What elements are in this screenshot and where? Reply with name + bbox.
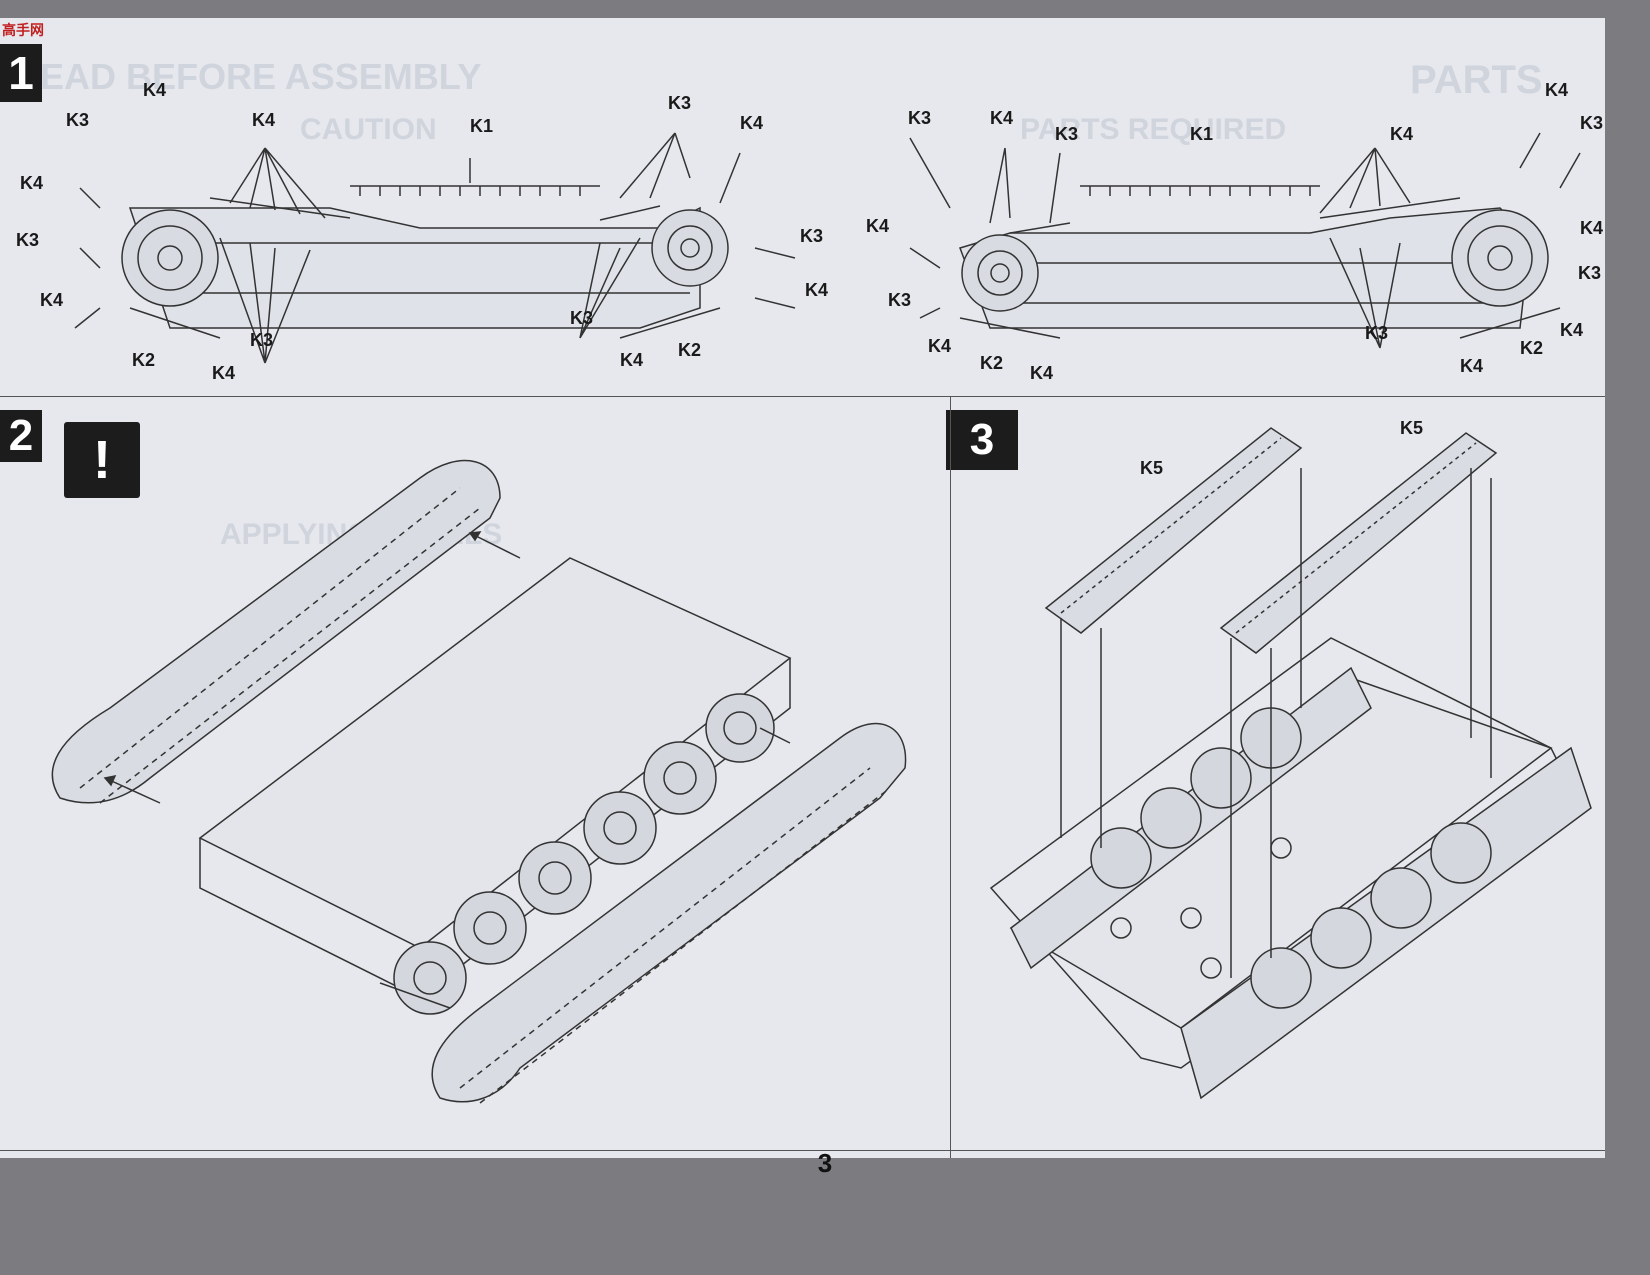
label-k2: K2 bbox=[678, 340, 702, 360]
step3-track-pad-drawing bbox=[989, 427, 1592, 1100]
label-k1: K1 bbox=[1190, 124, 1214, 144]
label-k4: K4 bbox=[928, 336, 952, 356]
step1-track-diagrams bbox=[74, 132, 1581, 364]
label-k3: K3 bbox=[66, 110, 90, 130]
label-k4: K4 bbox=[866, 216, 890, 236]
label-k3: K3 bbox=[668, 93, 692, 113]
label-k1: K1 bbox=[470, 116, 494, 136]
page-number: 3 bbox=[817, 1148, 833, 1178]
label-k2: K2 bbox=[980, 353, 1004, 373]
label-k4: K4 bbox=[1560, 320, 1584, 340]
label-k2: K2 bbox=[132, 350, 156, 370]
label-k4: K4 bbox=[212, 363, 236, 383]
step-1-badge: 1 bbox=[0, 44, 42, 102]
label-k3: K3 bbox=[1580, 113, 1604, 133]
label-k3: K3 bbox=[908, 108, 932, 128]
label-k3: K3 bbox=[1365, 323, 1389, 343]
label-k3: K3 bbox=[250, 330, 274, 350]
ghost-parts-required: PARTS REQUIRED bbox=[1020, 113, 1287, 146]
step-2-badge: 2 bbox=[0, 410, 42, 462]
watermark-logo: 高手网 bbox=[2, 22, 44, 38]
label-k4: K4 bbox=[1390, 124, 1414, 144]
label-k4: K4 bbox=[1580, 218, 1604, 238]
label-k5-right: K5 bbox=[1400, 418, 1424, 438]
label-k3: K3 bbox=[1578, 263, 1602, 283]
divider-bottom bbox=[0, 1150, 1605, 1151]
ghost-parts: PARTS bbox=[1410, 58, 1543, 102]
label-k4: K4 bbox=[20, 173, 44, 193]
label-k5-left: K5 bbox=[1140, 458, 1164, 478]
label-k4: K3 bbox=[570, 308, 594, 328]
label-k3: K3 bbox=[16, 230, 40, 250]
label-k4: K4 bbox=[990, 108, 1014, 128]
label-k2: K2 bbox=[1520, 338, 1544, 358]
ghost-caution: CAUTION bbox=[300, 113, 437, 146]
step-3-badge: 3 bbox=[946, 410, 1018, 470]
label-k4: K4 bbox=[1460, 356, 1484, 376]
label-k4: K4 bbox=[1030, 363, 1054, 383]
label-k4: K4 bbox=[40, 290, 64, 310]
ghost-read-before: EAD BEFORE ASSEMBLY bbox=[40, 56, 482, 97]
label-k4: K4 bbox=[740, 113, 764, 133]
label-k3: K3 bbox=[1055, 124, 1079, 144]
warning-icon: ! bbox=[64, 422, 140, 498]
instruction-page: 高手网 EAD BEFORE ASSEMBLY CAUTION PARTS PA… bbox=[0, 18, 1605, 1158]
label-k3: K3 bbox=[888, 290, 912, 310]
label-k3: K3 bbox=[800, 226, 824, 246]
label-k4: K4 bbox=[805, 280, 829, 300]
step2-hull-track-drawing bbox=[51, 459, 907, 1104]
label-k4: K4 bbox=[620, 350, 644, 370]
label-k4: K4 bbox=[1545, 80, 1569, 100]
divider-step1 bbox=[0, 396, 1605, 397]
divider-step2-3 bbox=[950, 396, 951, 1158]
label-k4: K4 bbox=[252, 110, 276, 130]
label-k4: K4 bbox=[143, 80, 167, 100]
